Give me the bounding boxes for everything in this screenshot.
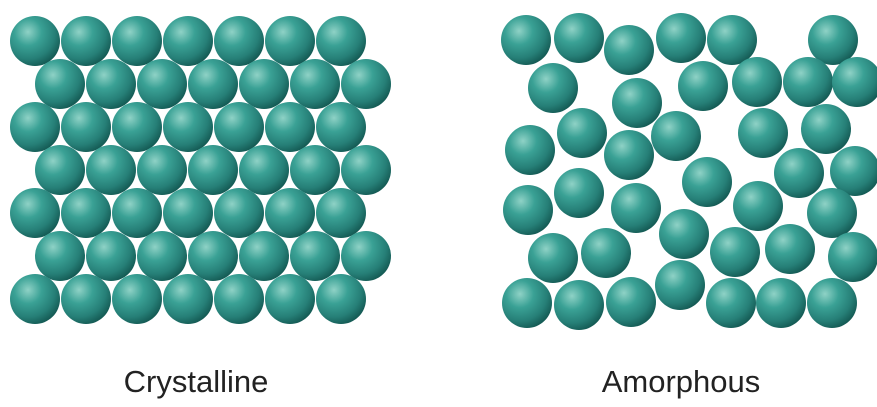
amorphous-sphere xyxy=(611,183,661,233)
particle-diagram xyxy=(0,0,877,340)
crystalline-sphere xyxy=(112,274,162,324)
amorphous-sphere xyxy=(832,57,877,107)
crystalline-sphere xyxy=(265,274,315,324)
crystalline-sphere xyxy=(137,59,187,109)
crystalline-sphere xyxy=(214,102,264,152)
crystalline-sphere xyxy=(188,231,238,281)
amorphous-sphere xyxy=(604,130,654,180)
crystalline-sphere xyxy=(265,16,315,66)
amorphous-sphere xyxy=(801,104,851,154)
crystalline-sphere xyxy=(265,188,315,238)
amorphous-sphere xyxy=(655,260,705,310)
crystalline-sphere xyxy=(290,59,340,109)
amorphous-sphere xyxy=(706,278,756,328)
crystalline-sphere xyxy=(341,145,391,195)
amorphous-sphere xyxy=(528,233,578,283)
crystalline-sphere xyxy=(163,274,213,324)
crystalline-sphere xyxy=(10,188,60,238)
amorphous-sphere xyxy=(651,111,701,161)
amorphous-sphere xyxy=(604,25,654,75)
crystalline-sphere xyxy=(10,102,60,152)
amorphous-sphere xyxy=(783,57,833,107)
crystalline-lattice xyxy=(10,16,391,324)
amorphous-sphere xyxy=(756,278,806,328)
amorphous-sphere xyxy=(830,146,877,196)
amorphous-sphere xyxy=(659,209,709,259)
amorphous-sphere xyxy=(554,13,604,63)
amorphous-label: Amorphous xyxy=(602,366,761,397)
crystalline-sphere xyxy=(214,274,264,324)
crystalline-sphere xyxy=(35,231,85,281)
crystalline-sphere xyxy=(112,102,162,152)
amorphous-sphere xyxy=(808,15,858,65)
crystalline-sphere xyxy=(341,231,391,281)
crystalline-sphere xyxy=(341,59,391,109)
amorphous-sphere xyxy=(503,185,553,235)
amorphous-sphere xyxy=(807,278,857,328)
amorphous-sphere xyxy=(774,148,824,198)
crystalline-sphere xyxy=(239,231,289,281)
crystalline-sphere xyxy=(163,16,213,66)
amorphous-sphere xyxy=(732,57,782,107)
crystalline-sphere xyxy=(188,145,238,195)
amorphous-sphere xyxy=(502,278,552,328)
crystalline-sphere xyxy=(163,188,213,238)
amorphous-sphere xyxy=(733,181,783,231)
amorphous-sphere xyxy=(707,15,757,65)
amorphous-sphere xyxy=(581,228,631,278)
crystalline-sphere xyxy=(316,274,366,324)
amorphous-arrangement xyxy=(501,13,877,330)
amorphous-sphere xyxy=(656,13,706,63)
crystalline-sphere xyxy=(316,16,366,66)
crystalline-sphere xyxy=(61,16,111,66)
crystalline-sphere xyxy=(290,231,340,281)
amorphous-sphere xyxy=(501,15,551,65)
amorphous-sphere xyxy=(606,277,656,327)
crystalline-sphere xyxy=(112,188,162,238)
crystalline-sphere xyxy=(61,102,111,152)
crystalline-sphere xyxy=(214,188,264,238)
amorphous-sphere xyxy=(765,224,815,274)
crystalline-sphere xyxy=(10,274,60,324)
crystalline-label: Crystalline xyxy=(124,366,269,397)
amorphous-sphere xyxy=(612,78,662,128)
crystalline-sphere xyxy=(35,145,85,195)
amorphous-sphere xyxy=(505,125,555,175)
crystalline-sphere xyxy=(61,274,111,324)
crystalline-sphere xyxy=(112,16,162,66)
crystalline-sphere xyxy=(137,231,187,281)
crystalline-sphere xyxy=(290,145,340,195)
crystalline-sphere xyxy=(316,188,366,238)
crystalline-sphere xyxy=(316,102,366,152)
amorphous-sphere xyxy=(678,61,728,111)
amorphous-sphere xyxy=(807,188,857,238)
amorphous-sphere xyxy=(528,63,578,113)
crystalline-sphere xyxy=(239,59,289,109)
crystalline-sphere xyxy=(86,59,136,109)
crystalline-sphere xyxy=(86,145,136,195)
crystalline-sphere xyxy=(163,102,213,152)
amorphous-sphere xyxy=(710,227,760,277)
crystalline-sphere xyxy=(137,145,187,195)
crystalline-sphere xyxy=(239,145,289,195)
amorphous-sphere xyxy=(738,108,788,158)
crystalline-sphere xyxy=(188,59,238,109)
crystalline-sphere xyxy=(35,59,85,109)
crystalline-sphere xyxy=(61,188,111,238)
crystalline-sphere xyxy=(10,16,60,66)
amorphous-sphere xyxy=(557,108,607,158)
amorphous-sphere xyxy=(554,280,604,330)
crystalline-sphere xyxy=(214,16,264,66)
crystalline-sphere xyxy=(265,102,315,152)
amorphous-sphere xyxy=(828,232,877,282)
amorphous-sphere xyxy=(682,157,732,207)
crystalline-sphere xyxy=(86,231,136,281)
amorphous-sphere xyxy=(554,168,604,218)
